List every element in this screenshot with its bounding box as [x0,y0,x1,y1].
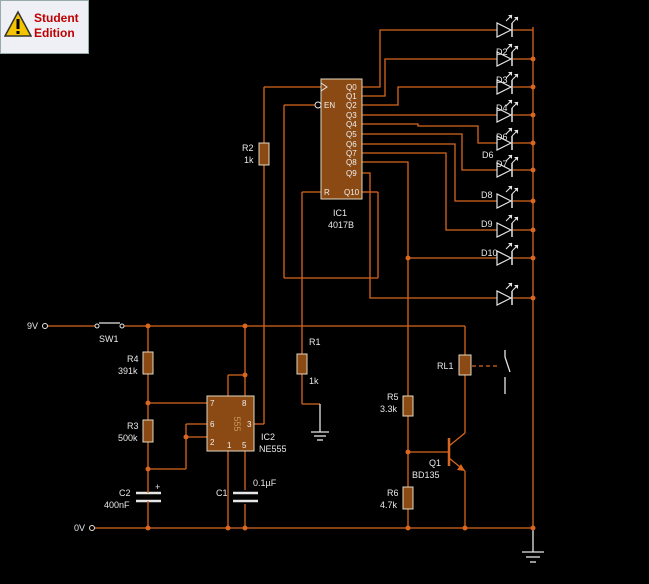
ic1-output-pin: Q6 [346,140,357,149]
switch-sw1 [94,322,125,329]
label-c2-polarity: + [155,482,160,492]
led-9 [496,242,519,266]
led-1 [496,14,519,38]
resistor-r4 [142,351,154,375]
led-6 [496,154,519,178]
ic1-4017b [314,78,363,200]
led-3 [496,71,519,95]
ic1-output-pin: Q0 [346,83,357,92]
resistor-r5 [402,395,414,417]
led-4 [496,99,519,123]
label-r6-name: R6 [387,488,399,498]
label-r2-value: 1k [244,155,254,165]
label-r5-value: 3.3k [380,404,398,414]
label-ic1-part: 4017B [328,220,354,230]
led-label: D8 [481,190,493,200]
label-r1-name: R1 [309,337,321,347]
resistor-r2 [258,142,270,166]
ic1-en-pin: EN [324,101,335,110]
label-r2-name: R2 [242,143,254,153]
badge-text: Student Edition [34,11,79,40]
ic1-output-pin: Q8 [346,158,357,167]
label-sw1: SW1 [99,334,119,344]
label-ic1-name: IC1 [333,208,347,218]
supply-terminal-9v [42,323,48,329]
resistor-r1 [296,353,308,375]
ic2-pin-1: 1 [227,441,232,450]
led-8 [496,214,519,238]
ic2-pin-2: 2 [210,438,215,447]
resistor-r6 [402,486,414,510]
relay-coil-rl1 [458,354,472,376]
ic2-pin-5: 5 [242,441,247,450]
ic1-q10-pin: Q10 [344,188,360,197]
led-label: D3 [496,75,508,85]
ic1-r-pin: R [324,188,330,197]
label-c1-value: 0.1µF [253,478,277,488]
resistor-r3 [142,419,154,443]
ic2-pin-7: 7 [210,399,215,408]
ic2-body-text: 555 [232,416,242,431]
label-r3-name: R3 [127,421,139,431]
led-label: D6 [496,132,508,142]
label-r6-value: 4.7k [380,500,398,510]
warning-icon [4,10,32,37]
ic2-pin-3: 3 [247,420,252,429]
led-array [496,14,519,306]
label-ic2-name: IC2 [261,432,275,442]
ic1-output-pin: Q7 [346,149,357,158]
label-r5-name: R5 [387,392,399,402]
label-9v: 9V [27,321,38,331]
ic2-pin-6: 6 [210,420,215,429]
ic1-output-pin: Q4 [346,120,357,129]
led-label: D10 [481,248,498,258]
led-2 [496,43,519,67]
led-7 [496,185,519,209]
supply-terminal-0v [89,525,95,531]
label-r3-value: 500k [118,433,138,443]
student-edition-badge: Student Edition [0,0,89,54]
capacitor-c1 [233,491,258,503]
ic1-output-pin: Q1 [346,92,357,101]
label-r1-value: 1k [309,376,319,386]
label-q1-part: BD135 [412,470,440,480]
led-label: D4 [496,103,508,113]
ic1-output-pin: Q3 [346,111,357,120]
label-0v: 0V [74,523,85,533]
capacitor-c2 [136,486,161,504]
label-ic2-part: NE555 [259,444,287,454]
led-10 [496,282,519,306]
led-5 [496,127,519,151]
ic1-output-pin: Q2 [346,101,357,110]
led-label: D7 [496,159,508,169]
led-label: D2 [496,47,508,57]
label-r4-name: R4 [127,354,139,364]
led-label: D9 [481,219,493,229]
label-q1-name: Q1 [429,458,441,468]
label-rl1: RL1 [437,361,454,371]
label-r4-value: 391k [118,366,138,376]
ic1-output-pin: Q5 [346,130,357,139]
label-c2-value: 400nF [104,500,130,510]
label-c2-name: C2 [119,488,131,498]
ic2-pin-8: 8 [242,399,247,408]
led-label: D6 [482,150,494,160]
ic2-555 [206,395,255,452]
ic1-output-pin: Q9 [346,169,357,178]
label-c1-name: C1 [216,488,228,498]
relay-contact [504,350,511,394]
